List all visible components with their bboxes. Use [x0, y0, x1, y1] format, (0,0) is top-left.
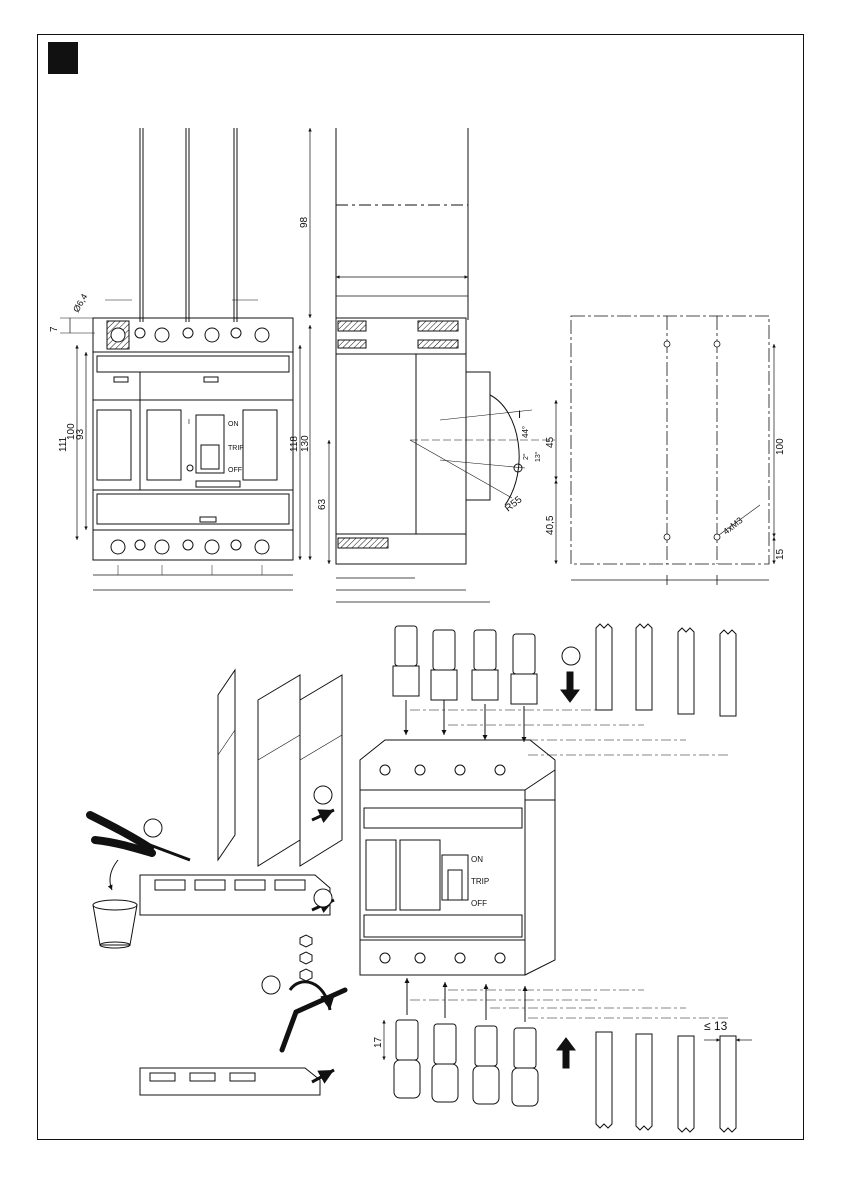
- angle-13: 13°: [534, 451, 542, 462]
- side-view: [329, 128, 556, 602]
- angle-2: 2°: [522, 453, 530, 460]
- assembly-drawing: [90, 624, 752, 1132]
- dim-93: 93: [75, 428, 86, 440]
- assembly-label-off: OFF: [471, 899, 487, 908]
- side-label-one: I: [518, 409, 521, 421]
- label-trip: TRIP: [228, 445, 244, 452]
- dim-le13: ≤ 13: [704, 1019, 728, 1033]
- assembly-labels: ON TRIP OFF 17 ≤ 13: [373, 855, 728, 1048]
- dim-118: 118: [289, 436, 300, 452]
- dim-63: 63: [317, 498, 328, 510]
- dim-7: 7: [49, 326, 60, 332]
- drilling-template: [571, 316, 774, 585]
- dim-45: 45: [545, 436, 556, 448]
- cup-icon: [93, 900, 137, 948]
- breaker-body: [360, 740, 555, 975]
- phase-barriers: [218, 670, 342, 866]
- label-on: ON: [228, 421, 239, 428]
- dim-17: 17: [373, 1036, 384, 1048]
- screw-hexes: [300, 935, 312, 981]
- drill-dim-15: 15: [775, 548, 786, 560]
- drill-dim-100: 100: [775, 438, 786, 455]
- bottom-busbars: [410, 990, 752, 1132]
- drilling-labels: 100 15 4xM3: [721, 438, 786, 560]
- dim-r55: R55: [503, 494, 525, 514]
- side-view-labels: 63 45 40,5 R55 44° 2° 13° I: [317, 409, 556, 535]
- assembly-label-trip: TRIP: [471, 877, 489, 886]
- assembly-label-on: ON: [471, 855, 483, 864]
- dim-98: 98: [299, 216, 310, 228]
- bottom-lugs: [384, 978, 538, 1106]
- drill-m3: 4xM3: [721, 515, 745, 536]
- front-view-labels: 98 111 100 93 118 130 7 Ø6,4 ON TRIP OFF…: [49, 216, 311, 474]
- label-off: OFF: [228, 467, 242, 474]
- dim-bore: Ø6,4: [71, 292, 89, 314]
- top-lugs: [393, 626, 537, 742]
- dim-130: 130: [300, 435, 311, 452]
- angle-44: 44°: [521, 426, 530, 438]
- hex-key-icon: [282, 982, 345, 1050]
- front-view: [60, 128, 310, 590]
- terminal-cover: [140, 875, 330, 915]
- dim-40-5: 40,5: [545, 515, 556, 535]
- label-one: I: [188, 419, 190, 426]
- bottom-cover: [140, 1068, 320, 1095]
